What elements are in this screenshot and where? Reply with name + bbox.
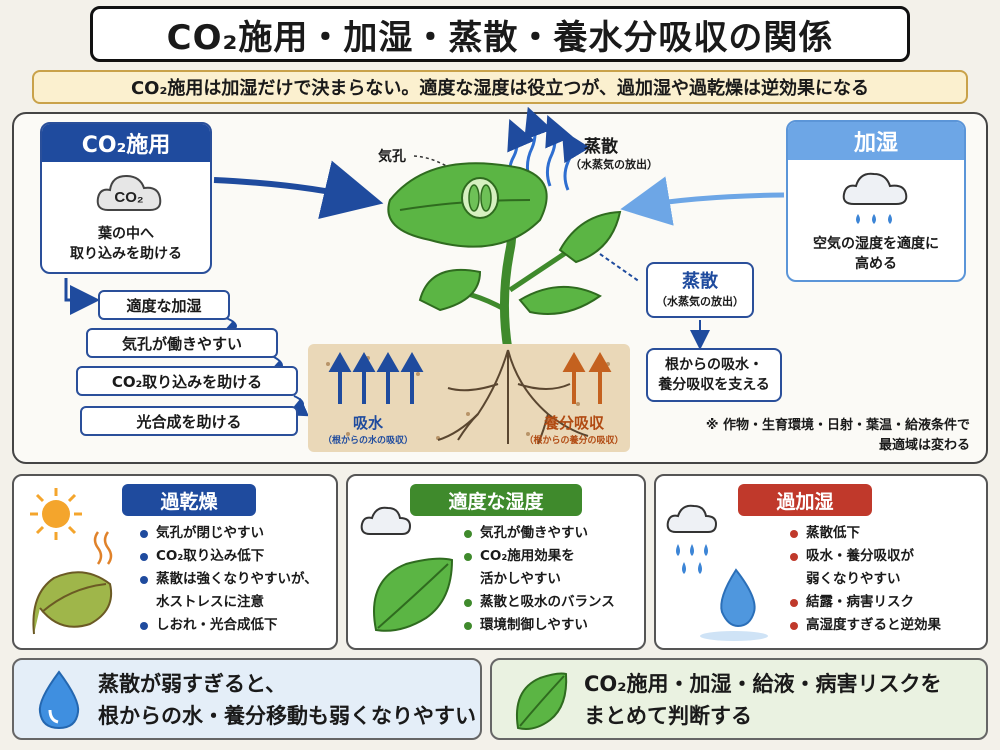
co2-box-title: CO₂施用 xyxy=(42,124,210,162)
card-optimal-title: 適度な湿度 xyxy=(410,484,582,516)
card-wet-title: 過加湿 xyxy=(738,484,872,516)
humid-desc-line2: 高める xyxy=(855,256,897,272)
step-stomata: 気孔が働きやすい xyxy=(86,328,278,358)
banner-right-text: CO₂施用・加湿・給液・病害リスクを まとめて判断する xyxy=(584,668,941,732)
transpiration-top-sub: （水蒸気の放出） xyxy=(570,158,658,171)
card-optimal-humidity: 適度な湿度 気孔が働きやすい CO₂施用効果を 活かしやすい 蒸散と吸水のバラン… xyxy=(346,474,646,650)
stomata-label: 気孔 xyxy=(378,149,406,165)
subtitle-banner: CO₂施用は加湿だけで決まらない。適度な湿度は役立つが、過加湿や過乾燥は逆効果に… xyxy=(32,70,968,104)
root-lines xyxy=(437,349,589,445)
note-line2: 最適域は変わる xyxy=(878,438,970,453)
transpiration-box-title: 蒸散 xyxy=(682,271,718,292)
dry-item: CO₂取り込み低下 xyxy=(140,547,318,566)
banner-combined-judgment: CO₂施用・加湿・給液・病害リスクを まとめて判断する xyxy=(490,658,988,740)
humid-desc-line1: 空気の湿度を適度に xyxy=(813,236,939,252)
step-photosynthesis: 光合成を助ける xyxy=(80,406,298,436)
co2-to-steps-arrow xyxy=(64,278,100,315)
optimal-item: 気孔が働きやすい xyxy=(464,524,615,543)
optimal-item: 環境制御しやすい xyxy=(464,616,615,635)
card-dry-title: 過乾燥 xyxy=(122,484,256,516)
root-support-box: 根からの吸水・ 養分吸収を支える xyxy=(646,348,782,402)
leaf-to-trans-line xyxy=(599,253,641,283)
humid-to-plant-arrow xyxy=(620,176,785,226)
rain-cloud-icon xyxy=(842,172,908,224)
note-line1: ※ 作物・生育環境・日射・葉温・給液条件で xyxy=(705,418,970,433)
humid-box-title: 加湿 xyxy=(788,122,964,160)
card-wet-list: 蒸散低下 吸水・養分吸収が 弱くなりやすい 結露・病害リスク 高湿度すぎると逆効… xyxy=(790,524,941,639)
conditions-note: ※ 作物・生育環境・日射・葉温・給液条件で 最適域は変わる xyxy=(648,416,970,456)
optimal-item: 蒸散と吸水のバランス xyxy=(464,593,615,612)
page-title: CO₂施用・加湿・蒸散・養水分吸収の関係 xyxy=(90,6,910,62)
nutrient-up-arrows xyxy=(562,351,612,404)
humidification-box: 加湿 空気の湿度を適度に 高める xyxy=(786,120,966,282)
water-absorption-label: 吸水 （根からの水の吸収） xyxy=(320,412,416,446)
roots-svg xyxy=(326,349,612,445)
co2-desc-line1: 葉の中へ xyxy=(98,226,154,242)
leaf-right xyxy=(558,210,622,264)
optimal-item: CO₂施用効果を xyxy=(464,547,615,566)
nutrient-absorption-sub: （根からの養分の吸収） xyxy=(524,436,624,446)
transpiration-top-title: 蒸散 xyxy=(584,137,618,157)
stomata-pointer xyxy=(413,155,473,187)
leaf-icon xyxy=(516,672,568,730)
transpiration-box: 蒸散 （水蒸気の放出） xyxy=(646,262,754,318)
wet-item: 蒸散低下 xyxy=(790,524,941,543)
water-absorption-sub: （根からの水の吸収） xyxy=(322,436,413,446)
banner-left-line2: 根からの水・養分移動も弱くなりやすい xyxy=(98,704,476,728)
nutrient-absorption-title: 養分吸収 xyxy=(543,414,604,432)
co2-cloud-text: CO₂ xyxy=(114,189,143,206)
root-box-line2: 養分吸収を支える xyxy=(658,377,770,393)
wet-item: 結露・病害リスク xyxy=(790,593,941,612)
optimal-item: 活かしやすい xyxy=(480,571,561,587)
card-optimal-list: 気孔が働きやすい CO₂施用効果を 活かしやすい 蒸散と吸水のバランス 環境制御… xyxy=(464,524,615,639)
banner-transpiration-warning: 蒸散が弱すぎると、 根からの水・養分移動も弱くなりやすい xyxy=(12,658,482,740)
banner-right-line2: まとめて判断する xyxy=(584,704,752,728)
co2-box-desc: 葉の中へ 取り込みを助ける xyxy=(42,224,210,264)
co2-cloud-icon: CO₂ xyxy=(96,174,162,211)
wet-item: 吸水・養分吸収が xyxy=(790,547,941,566)
wet-item: 高湿度すぎると逆効果 xyxy=(790,616,941,635)
leaf-right-low xyxy=(518,286,602,315)
dry-item: 蒸散は強くなりやすいが、 xyxy=(140,570,318,589)
banner-left-line1: 蒸散が弱すぎると、 xyxy=(98,672,287,696)
humid-box-desc: 空気の湿度を適度に 高める xyxy=(788,234,964,274)
nutrient-absorption-label: 養分吸収 （根からの養分の吸収） xyxy=(524,412,624,446)
water-up-arrows xyxy=(328,351,424,404)
cloud-leaf-icon xyxy=(360,506,454,632)
card-over-humid: 過加湿 蒸散低下 吸水・養分吸収が 弱くなりやすい 結露・病害リスク 高湿度すぎ… xyxy=(654,474,988,650)
leaf-left-low xyxy=(418,268,482,312)
dry-item: 水ストレスに注意 xyxy=(156,594,264,610)
banner-right-line1: CO₂施用・加湿・給液・病害リスクを xyxy=(584,672,942,696)
root-box-line1: 根からの吸水・ xyxy=(665,357,763,373)
water-drop-icon xyxy=(38,670,80,730)
wet-item: 弱くなりやすい xyxy=(806,571,901,587)
card-over-dry: 過乾燥 気孔が閉じやすい CO₂取り込み低下 蒸散は強くなりやすいが、 水ストレ… xyxy=(12,474,338,650)
step-humidify: 適度な加湿 xyxy=(98,290,230,320)
rain-drop-icon xyxy=(666,504,768,641)
sun-wilted-leaf-icon xyxy=(30,488,113,635)
transpiration-box-sub: （水蒸気の放出） xyxy=(656,295,744,308)
step-co2-uptake: CO₂取り込みを助ける xyxy=(76,366,298,396)
plant-diagram-svg xyxy=(64,106,785,417)
card-dry-list: 気孔が閉じやすい CO₂取り込み低下 蒸散は強くなりやすいが、 水ストレスに注意… xyxy=(140,524,318,639)
co2-application-box: CO₂施用 CO₂ 葉の中へ 取り込みを助ける xyxy=(40,122,212,274)
banner-left-text: 蒸散が弱すぎると、 根からの水・養分移動も弱くなりやすい xyxy=(98,668,476,732)
dry-item: しおれ・光合成低下 xyxy=(140,616,318,635)
co2-to-plant-arrow xyxy=(213,160,384,220)
water-absorption-title: 吸水 xyxy=(352,414,383,432)
stomata-icon xyxy=(461,177,499,219)
dry-item: 気孔が閉じやすい xyxy=(140,524,318,543)
co2-desc-line2: 取り込みを助ける xyxy=(70,246,182,262)
